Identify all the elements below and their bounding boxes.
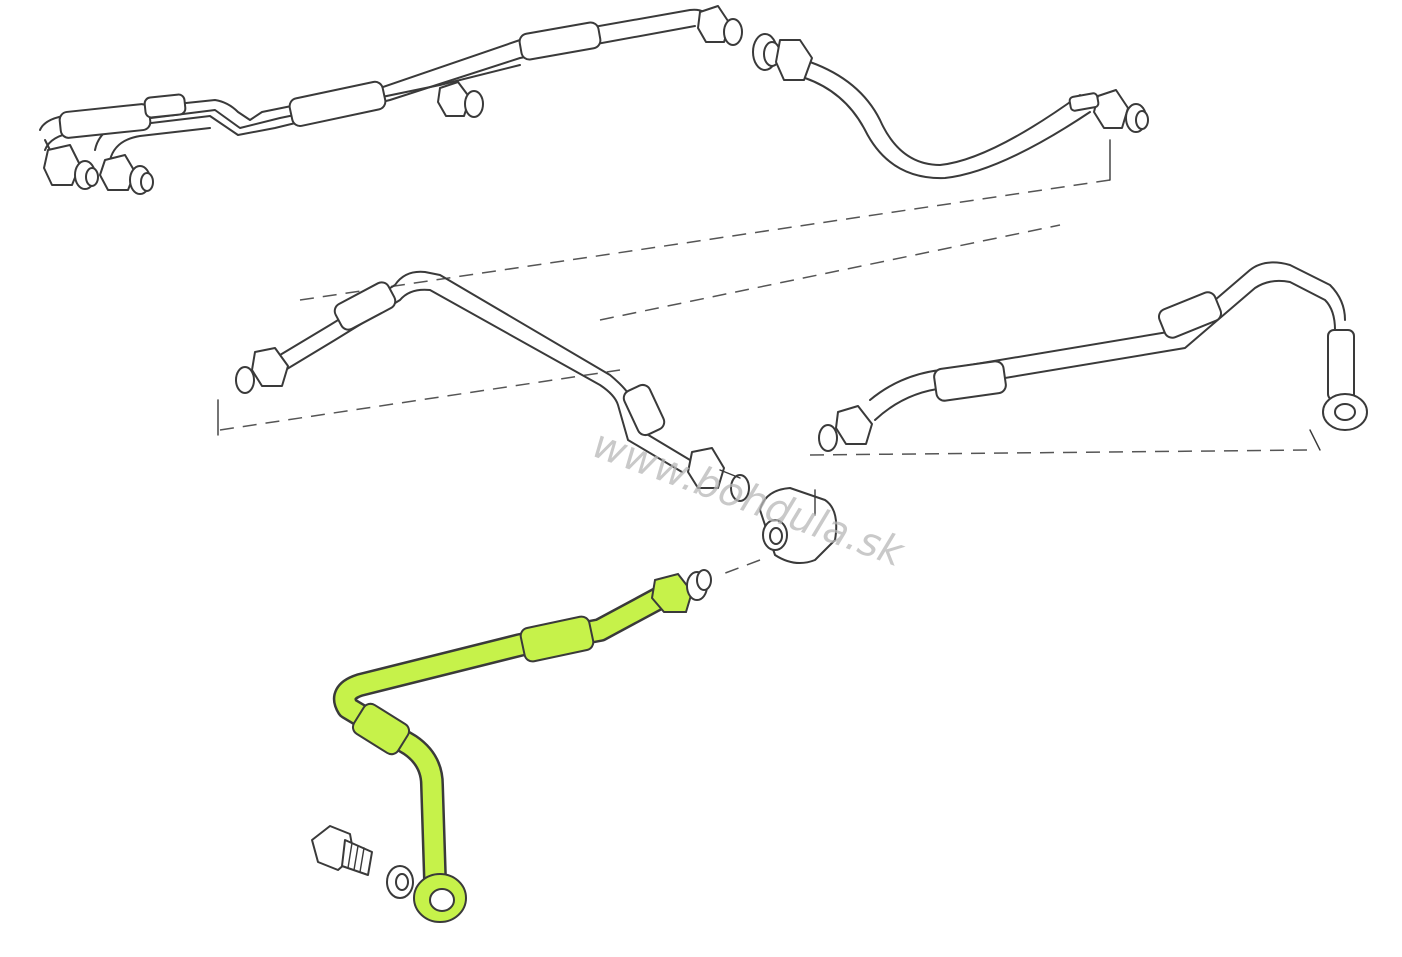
highlighted-pipe-sleeve-2 [351, 702, 411, 756]
middle-left-sleeve-1 [333, 281, 397, 331]
middle-left-fitting-left [235, 347, 289, 394]
middle-left-pipe[interactable] [235, 270, 750, 502]
top-pipe-sleeve-1 [58, 103, 152, 139]
distribution-block[interactable] [759, 487, 838, 565]
highlighted-pipe-sleeve-1 [519, 615, 595, 663]
middle-right-fitting-left [818, 405, 873, 452]
banjo-bolt[interactable] [311, 825, 373, 876]
sealing-washer[interactable] [386, 865, 414, 899]
top-fitting-left-2 [99, 154, 154, 195]
top-fitting-left-1 [43, 144, 99, 190]
middle-right-banjo [1322, 393, 1368, 431]
highlighted-oil-pipe[interactable] [333, 569, 712, 923]
highlighted-pipe-banjo-eye [413, 873, 467, 923]
top-pipe-assembly[interactable] [39, 5, 743, 195]
middle-left-fitting-right [687, 447, 750, 502]
hose-fitting-right [1068, 89, 1149, 133]
middle-right-hose[interactable] [818, 261, 1368, 452]
middle-right-sleeve-1 [933, 360, 1007, 402]
top-pipe-sleeve-2 [288, 80, 387, 127]
top-pipe-sleeve-4 [143, 93, 187, 119]
hose-fitting-left [752, 33, 813, 81]
top-pipe-sleeve-3 [518, 21, 602, 61]
top-right-hose[interactable] [752, 33, 1149, 180]
highlighted-pipe-body [335, 585, 675, 890]
middle-right-sleeve-3 [1327, 329, 1355, 401]
reference-lines [217, 139, 1321, 576]
middle-right-sleeve-2 [1157, 291, 1223, 339]
top-fitting-right [697, 5, 743, 46]
middle-left-sleeve-2 [622, 383, 666, 437]
highlighted-pipe-fitting [650, 569, 712, 613]
top-fitting-middle [437, 81, 484, 118]
